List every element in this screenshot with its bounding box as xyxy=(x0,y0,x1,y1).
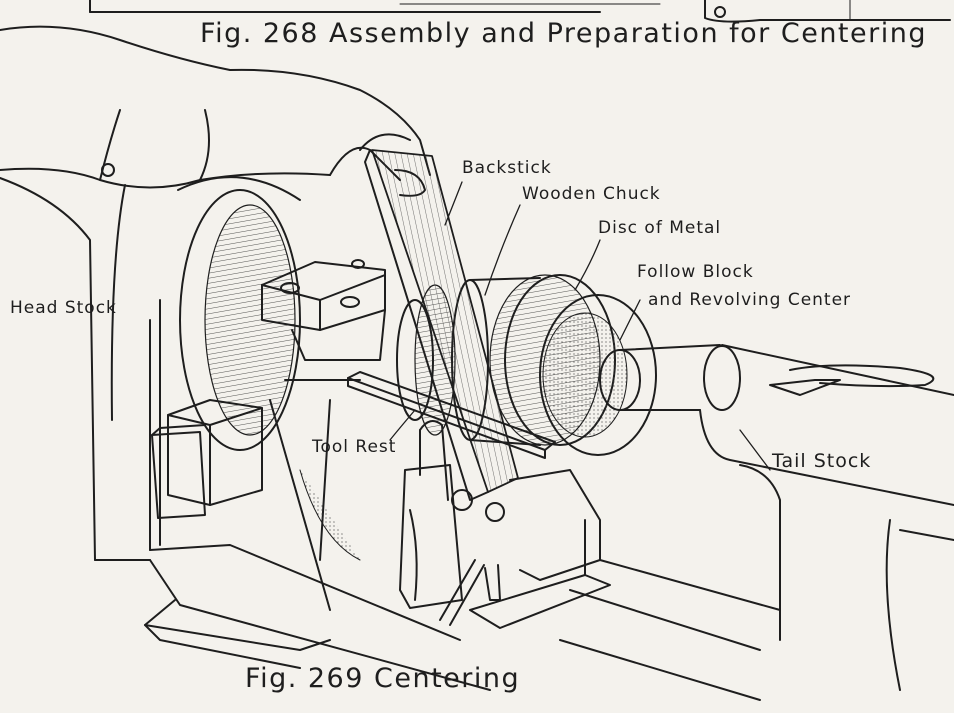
label-wooden-chuck: Wooden Chuck xyxy=(522,184,661,204)
tool-base xyxy=(469,469,611,629)
label-backstick: Backstick xyxy=(462,158,552,178)
label-revolving-center: and Revolving Center xyxy=(648,290,852,310)
lathe-bed xyxy=(144,379,781,701)
label-disc-of-metal: Disc of Metal xyxy=(598,218,722,238)
bearing-cap xyxy=(261,259,386,361)
switch-box xyxy=(151,399,263,519)
label-tool-rest: Tool Rest xyxy=(312,437,397,457)
figure-269-caption: Fig. 269 Centering xyxy=(245,663,521,694)
tool-rest xyxy=(347,371,556,626)
label-head-stock: Head Stock xyxy=(10,298,117,318)
previous-figure-remnant xyxy=(89,0,951,23)
label-tail-stock: Tail Stock xyxy=(772,450,872,472)
leader-lines xyxy=(149,181,771,471)
label-follow-block: Follow Block xyxy=(637,262,754,282)
figure-268-caption: Fig. 268 Assembly and Preparation for Ce… xyxy=(200,18,927,49)
headstock xyxy=(0,176,301,561)
tailstock xyxy=(619,344,954,691)
hand-illustration xyxy=(0,25,431,197)
chuck-assembly xyxy=(396,274,657,456)
